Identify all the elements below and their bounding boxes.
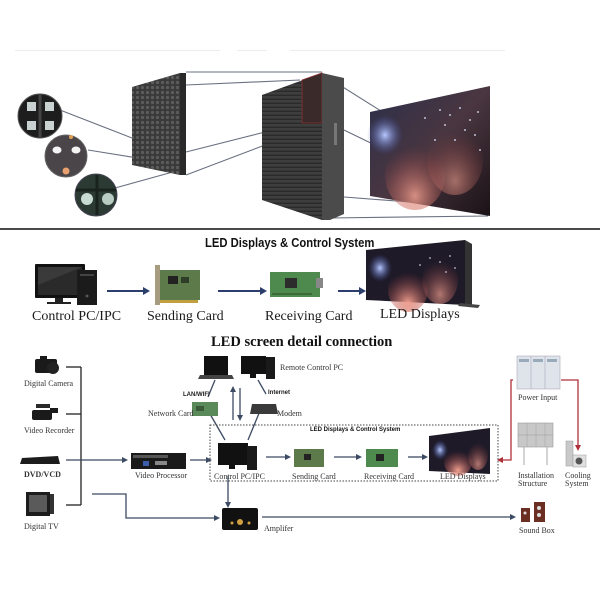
label-network-card: Network Card — [148, 409, 194, 418]
step-label-sending-card: Sending Card — [147, 309, 224, 324]
led-display-icon — [366, 240, 480, 312]
label-dvd-vcd: DVD/VCD — [24, 470, 61, 479]
label-power-input: Power Input — [518, 393, 558, 402]
label-installation: Installation — [518, 471, 554, 480]
inner-label-led-displays: LED Displays — [440, 472, 486, 481]
modem-icon — [250, 404, 278, 414]
label-structure: Structure — [518, 479, 548, 488]
label-internet: Internet — [268, 390, 291, 396]
led-closeup-circle-1 — [17, 93, 63, 139]
inner-receiving-card-icon — [366, 449, 398, 467]
tv-icon — [26, 492, 54, 516]
led-screen-fireworks — [367, 86, 490, 216]
label-video-recorder: Video Recorder — [24, 426, 75, 435]
network-card-icon — [192, 402, 218, 416]
step-label-led-displays: LED Displays — [380, 307, 460, 322]
inner-led-display-icon — [429, 428, 490, 476]
inner-label-sending-card: Sending Card — [292, 472, 336, 481]
step-label-control-pc: Control PC/IPC — [32, 309, 122, 324]
label-system: System — [565, 479, 589, 488]
sending-card-icon — [155, 265, 200, 305]
step-label-receiving-card: Receiving Card — [265, 309, 353, 324]
inner-sending-card-icon — [294, 449, 324, 467]
faint-divider-mid — [237, 50, 267, 51]
label-cooling: Cooling — [565, 471, 591, 480]
receiving-card-icon — [270, 272, 323, 297]
video-processor-icon — [131, 453, 186, 469]
label-remote-control-pc: Remote Control PC — [280, 363, 344, 372]
inner-box-title: LED Displays & Control System — [310, 427, 401, 433]
label-video-processor: Video Processor — [135, 471, 188, 480]
label-amplifier: Amplifer — [264, 524, 294, 533]
label-digital-tv: Digital TV — [24, 522, 59, 531]
camcorder-icon — [32, 404, 58, 420]
faint-divider-right — [290, 50, 505, 51]
cooling-system-icon — [565, 440, 587, 468]
power-input-icon — [516, 355, 561, 390]
faint-divider-left — [15, 50, 220, 51]
led-module — [132, 73, 186, 175]
led-closeup-circle-2 — [44, 134, 88, 178]
remote-pc-icon — [241, 356, 275, 379]
camera-icon — [35, 356, 59, 374]
label-digital-camera: Digital Camera — [24, 379, 74, 388]
led-closeup-circle-3 — [74, 173, 118, 217]
laptop-icon — [198, 356, 234, 379]
label-lan-wifi: LAN/WIFI — [183, 392, 210, 398]
inner-label-receiving-card: Receiving Card — [364, 472, 414, 481]
control-flow-arrows — [107, 287, 366, 295]
control-pc-icon — [218, 443, 257, 470]
detail-connection-title: LED screen detail connection — [211, 334, 393, 350]
led-cabinet — [262, 72, 344, 220]
dvd-player-icon — [20, 456, 60, 464]
inner-label-control-pc: Control PC/IPC — [214, 472, 265, 481]
label-sound-box: Sound Box — [519, 526, 555, 535]
installation-structure-icon — [517, 422, 554, 465]
led-exploded-illustration — [17, 71, 490, 220]
label-modem: Modem — [277, 409, 302, 418]
sound-box-icon — [521, 502, 545, 522]
label-installation-structure: Installation Structure — [518, 472, 554, 488]
label-cooling-system: Cooling System — [565, 472, 591, 488]
amplifier-icon — [222, 508, 258, 530]
control-system-title: LED Displays & Control System — [205, 236, 375, 250]
section-divider — [0, 228, 600, 230]
desktop-pc-icon — [35, 264, 97, 305]
